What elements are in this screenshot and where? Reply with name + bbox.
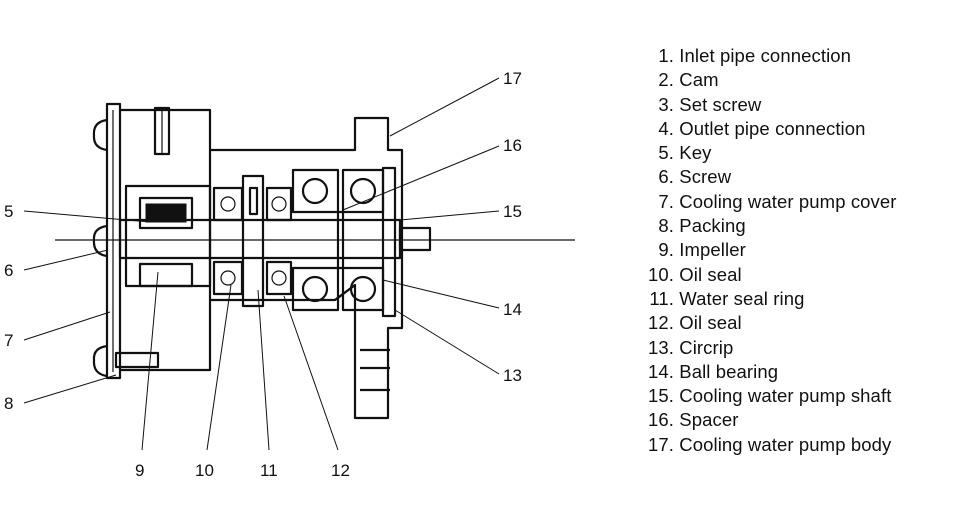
legend-item: 13. Circrip <box>647 336 734 358</box>
legend-item: 12. Oil seal <box>647 312 742 334</box>
legend-item: 2. Cam <box>658 69 719 91</box>
callout-8: 8 <box>4 394 13 413</box>
callout-14: 14 <box>503 300 522 319</box>
legend-item: 15. Cooling water pump shaft <box>647 385 892 407</box>
callout-6: 6 <box>4 261 13 280</box>
legend-item: 8. Packing <box>658 215 746 237</box>
parts-legend: 1. Inlet pipe connection 2. Cam 3. Set s… <box>630 44 897 457</box>
cover-screws <box>92 106 171 378</box>
callout-10: 10 <box>195 461 214 480</box>
impeller <box>124 184 212 288</box>
callout-5: 5 <box>4 202 13 221</box>
legend-item: 9. Impeller <box>658 239 746 261</box>
water-seal-ring <box>241 174 265 308</box>
callout-13: 13 <box>503 366 522 385</box>
legend-item: 6. Screw <box>658 166 732 188</box>
legend-item: 17. Cooling water pump body <box>647 433 892 455</box>
legend-item: 1. Inlet pipe connection <box>658 45 852 66</box>
oil-seal-10 <box>212 186 244 296</box>
callout-17: 17 <box>503 69 522 88</box>
callout-11: 11 <box>260 461 278 480</box>
legend-item: 7. Cooling water pump cover <box>658 190 897 212</box>
pump-cross-section-diagram: 5 6 7 8 9 10 11 12 13 14 15 16 17 <box>4 69 575 480</box>
pump-cover <box>105 102 212 380</box>
legend-item: 10. Oil seal <box>647 263 742 285</box>
spacer <box>336 210 345 270</box>
callout-labels: 5 6 7 8 9 10 11 12 13 14 15 16 17 <box>4 69 522 480</box>
legend-item: 14. Ball bearing <box>647 360 779 382</box>
legend-item: 3. Set screw <box>658 93 762 115</box>
callout-7: 7 <box>4 331 13 350</box>
callout-16: 16 <box>503 136 522 155</box>
callout-9: 9 <box>135 461 144 480</box>
legend-item: 4. Outlet pipe connection <box>658 117 866 139</box>
legend-item: 5. Key <box>658 142 712 164</box>
callout-12: 12 <box>331 461 350 480</box>
legend-item: 11. Water seal ring <box>649 287 805 309</box>
callout-15: 15 <box>503 202 522 221</box>
leader-lines <box>23 77 500 451</box>
oil-seal-12 <box>265 186 293 296</box>
legend-item: 16. Spacer <box>647 409 739 431</box>
pump-shaft <box>118 218 432 260</box>
ball-bearings <box>291 168 385 312</box>
